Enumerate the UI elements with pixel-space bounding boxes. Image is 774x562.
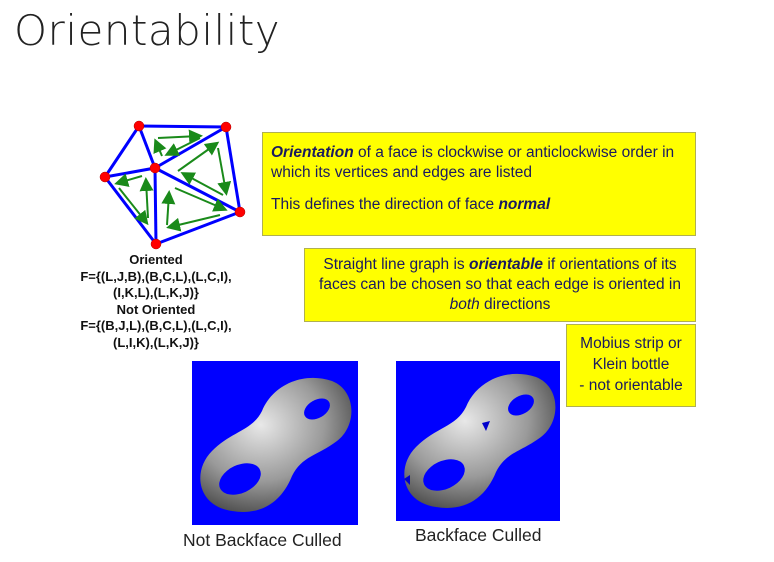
normal-definition: This defines the direction of face norma… xyxy=(271,195,687,215)
oriented-heading: Oriented xyxy=(129,252,183,267)
orientation-definition-text: of a face is clockwise or anticlockwise … xyxy=(271,144,675,181)
orientable-definition-box: Straight line graph is orientable if ori… xyxy=(304,248,696,322)
oriented-list-line2: (I,K,L),(L,K,J)} xyxy=(113,285,199,300)
orientation-term: Orientation xyxy=(271,144,354,161)
mesh-vertices xyxy=(99,120,246,250)
mobius-note-box: Mobius strip or Klein bottle - not orien… xyxy=(566,324,696,407)
slide-title: Orientability xyxy=(14,6,281,55)
not-oriented-heading: Not Oriented xyxy=(116,301,196,317)
orientable-text-middle: if orientations of its faces can be chos… xyxy=(319,256,681,293)
orientation-definition: Orientation of a face is clockwise or an… xyxy=(271,143,687,183)
caption-not-backface-culled: Not Backface Culled xyxy=(183,530,342,550)
normal-term: normal xyxy=(498,196,551,213)
mobius-line1: Mobius strip or xyxy=(580,335,682,352)
mesh-diagram xyxy=(99,120,246,250)
both-emphasis: both xyxy=(449,296,480,313)
double-torus-image-not-culled xyxy=(192,361,358,525)
oriented-list-line1: F={(L,J,B),(B,C,L),(L,C,I), xyxy=(80,268,232,284)
orientable-term: orientable xyxy=(468,256,544,273)
orientation-arrows xyxy=(114,129,232,232)
not-oriented-list-line1: F={(B,J,L),(B,C,L),(L,C,I), xyxy=(80,318,232,333)
orientable-text-after: directions xyxy=(479,296,551,313)
mobius-line3: - not orientable xyxy=(579,377,683,394)
face-list-text: Oriented F={(L,J,B),(B,C,L),(L,C,I), (I,… xyxy=(42,252,270,351)
caption-backface-culled: Backface Culled xyxy=(415,525,542,545)
not-oriented-list-line2: (L,I,K),(L,K,J)} xyxy=(113,334,199,350)
double-torus-image-culled xyxy=(396,361,560,521)
orientable-text-before: Straight line graph is xyxy=(323,256,469,273)
mesh-edges xyxy=(103,124,242,246)
normal-definition-text: This defines the direction of face xyxy=(271,196,499,213)
orientation-definition-box: Orientation of a face is clockwise or an… xyxy=(262,132,696,236)
mobius-line2: Klein bottle xyxy=(592,356,670,373)
